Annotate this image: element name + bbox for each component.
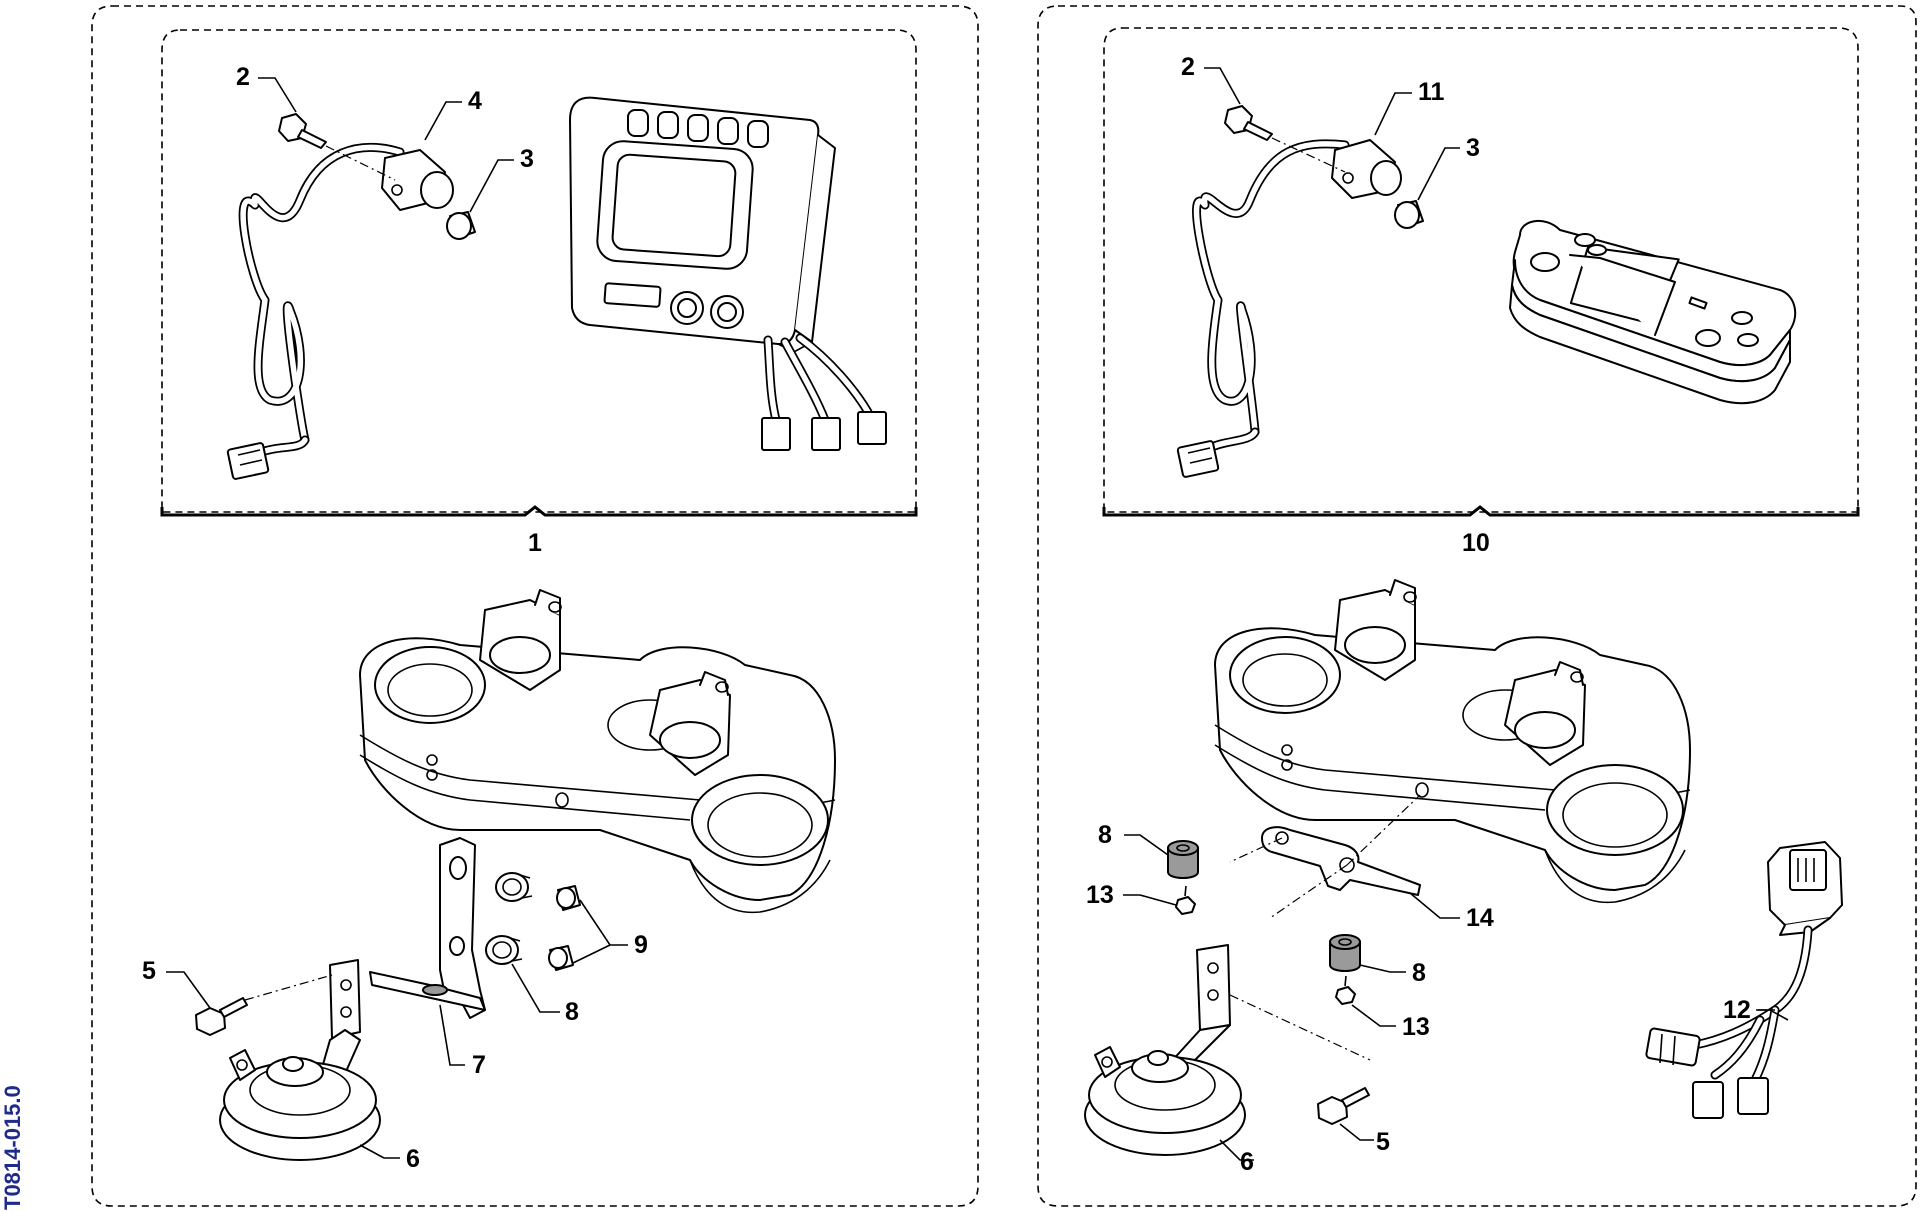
left-bolt-5 bbox=[195, 974, 333, 1036]
left-bolt-2 bbox=[278, 113, 396, 181]
right-panel-kit-frame bbox=[1103, 27, 1859, 513]
right-callout-6: 6 bbox=[1240, 1148, 1254, 1176]
right-mounting-plate-14 bbox=[1229, 794, 1421, 919]
left-spacer-3 bbox=[446, 211, 476, 240]
right-assembly-number: 10 bbox=[1462, 529, 1490, 557]
right-spacer-3 bbox=[1394, 200, 1424, 229]
left-assembly-number: 1 bbox=[528, 529, 542, 557]
right-triple-clamp bbox=[1214, 579, 1691, 904]
left-callout-9: 9 bbox=[634, 931, 648, 959]
left-panel-outer-frame bbox=[91, 5, 979, 1207]
left-sleeves-9 bbox=[548, 885, 581, 971]
right-bolt-5 bbox=[1317, 1087, 1370, 1125]
right-screws-13 bbox=[1175, 885, 1356, 1005]
left-kit-brace bbox=[160, 505, 918, 517]
right-callout-13-lower: 13 bbox=[1402, 1013, 1430, 1041]
left-panel: 1 bbox=[91, 5, 979, 1207]
right-callout-11: 11 bbox=[1418, 78, 1445, 106]
right-bolt-2 bbox=[1224, 105, 1346, 173]
left-speed-sensor-harness bbox=[226, 142, 454, 480]
document-code: T0814-015.0 bbox=[0, 1085, 25, 1210]
right-speed-sensor-harness bbox=[1176, 139, 1402, 478]
left-instrument-cluster bbox=[569, 96, 887, 451]
right-kit-brace bbox=[1102, 505, 1860, 517]
right-panel-outer-frame bbox=[1037, 5, 1917, 1207]
left-callout-7: 7 bbox=[472, 1051, 486, 1079]
left-panel-kit-frame bbox=[161, 29, 917, 513]
left-callout-4: 4 bbox=[468, 87, 482, 115]
right-callout-8-lower: 8 bbox=[1412, 959, 1426, 987]
right-adapter-harness-12 bbox=[1645, 841, 1843, 1119]
right-callout-2: 2 bbox=[1181, 53, 1195, 81]
right-instrument-cluster bbox=[1509, 220, 1797, 405]
right-callout-5: 5 bbox=[1376, 1128, 1390, 1156]
left-rubber-bushings-8 bbox=[485, 872, 533, 965]
right-callout-12: 12 bbox=[1723, 996, 1751, 1024]
left-callout-5: 5 bbox=[142, 957, 156, 985]
right-horn-6 bbox=[1084, 1046, 1246, 1156]
left-callout-6: 6 bbox=[406, 1145, 420, 1173]
right-panel: 10 bbox=[1037, 5, 1917, 1207]
right-callout-3: 3 bbox=[1466, 134, 1480, 162]
left-callout-2: 2 bbox=[236, 63, 250, 91]
left-horn-6 bbox=[219, 1029, 381, 1161]
left-callout-8: 8 bbox=[565, 998, 579, 1026]
left-horn-bracket-7 bbox=[329, 837, 486, 1039]
left-triple-clamp bbox=[359, 589, 836, 914]
right-rubber-mounts-8 bbox=[1167, 840, 1361, 972]
left-callout-3: 3 bbox=[520, 145, 534, 173]
right-callout-13-upper: 13 bbox=[1086, 881, 1114, 909]
right-callout-14: 14 bbox=[1466, 904, 1494, 932]
right-callout-8-upper: 8 bbox=[1098, 821, 1112, 849]
